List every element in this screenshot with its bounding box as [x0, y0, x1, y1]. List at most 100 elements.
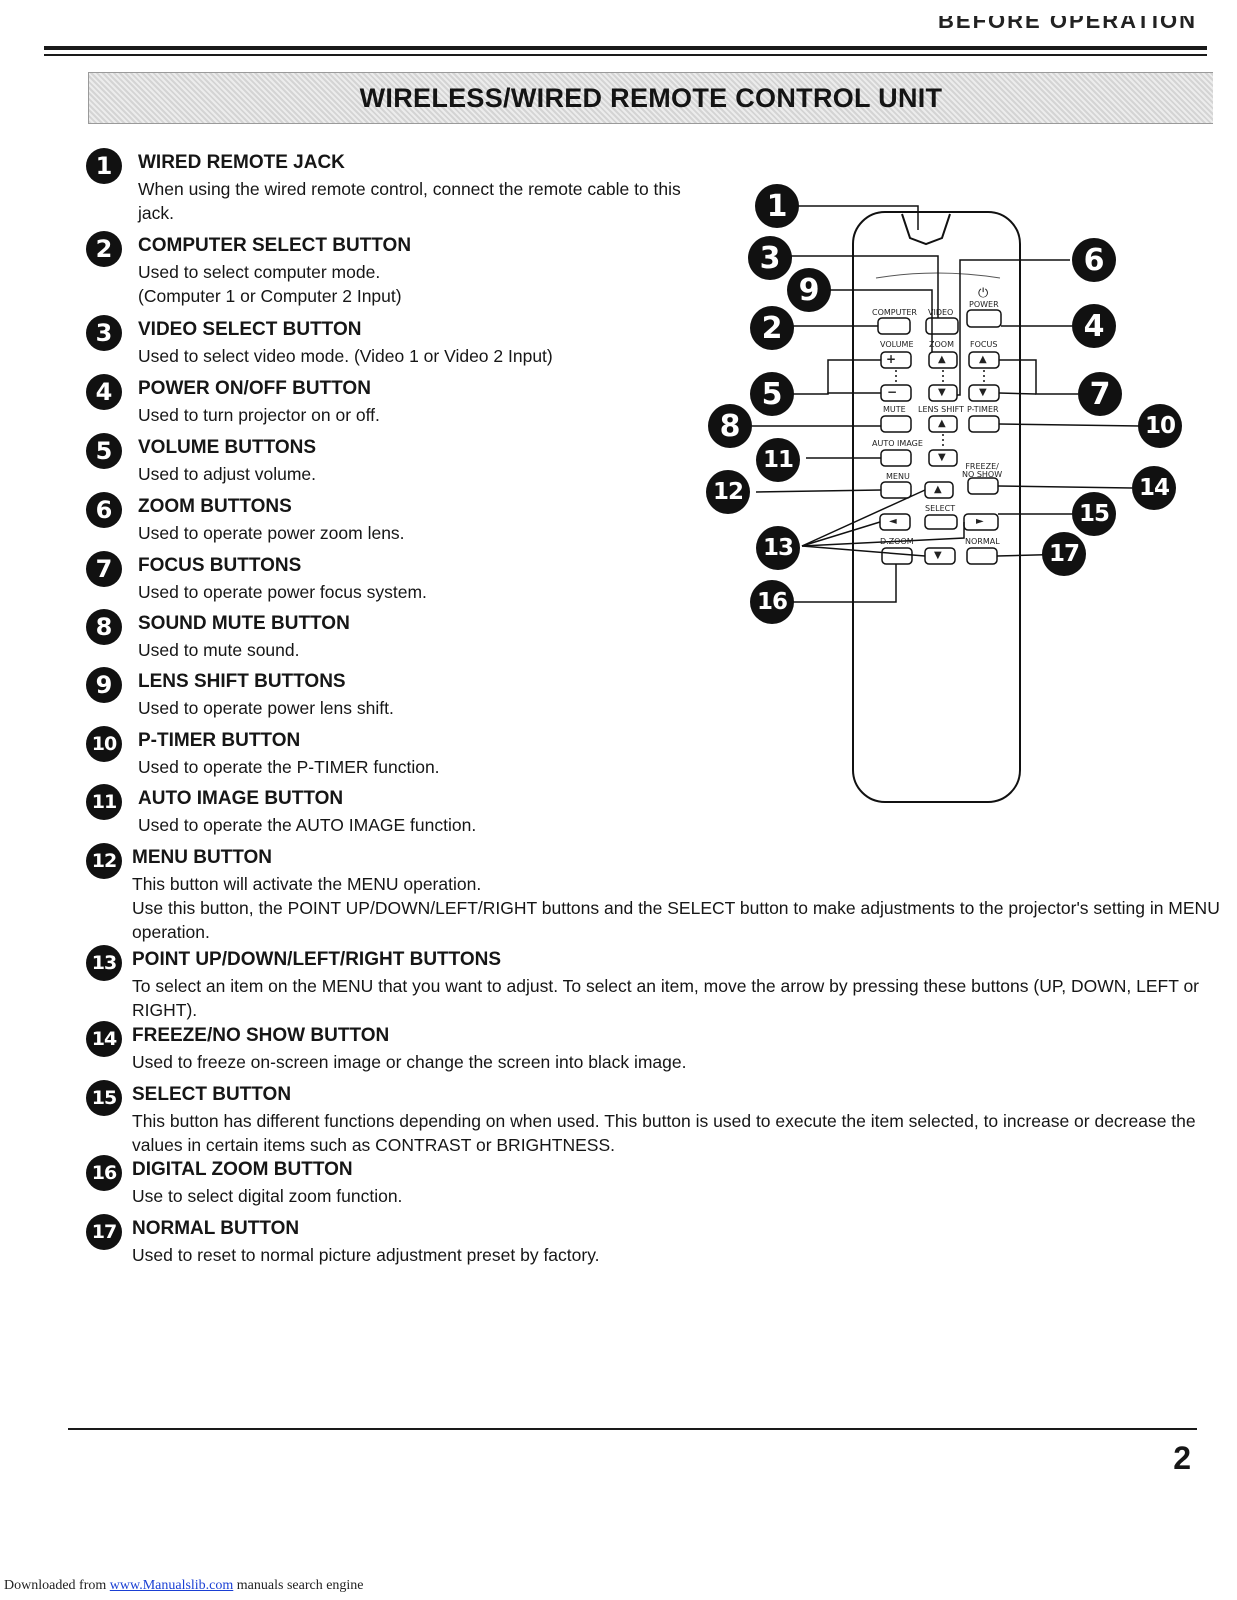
footer-rule	[68, 1428, 1197, 1430]
power-symbol-icon: ⏻	[978, 286, 989, 301]
number-badge-10: 10	[86, 726, 122, 762]
manualslib-link[interactable]: www.Manualslib.com	[109, 1578, 234, 1593]
zoom-up-icon: ▲	[938, 354, 946, 365]
leader-7a	[999, 359, 1078, 395]
callout-17: 17	[1042, 532, 1086, 576]
header-rule-thick	[44, 46, 1207, 50]
leader-12	[755, 489, 882, 493]
remote-divider	[875, 272, 1001, 279]
callout-1: 1	[755, 184, 799, 228]
item-desc: Used to operate the P-TIMER function.	[138, 757, 440, 777]
callout-13: 13	[756, 526, 800, 570]
plus-icon: +	[886, 352, 897, 366]
item-title: P-TIMER BUTTON	[138, 730, 301, 751]
remote-jack-notch	[901, 213, 951, 246]
item-desc: Used to operate power lens shift.	[138, 698, 394, 718]
point-left-icon: ◄	[889, 516, 897, 527]
leader-1	[797, 205, 919, 230]
ptimer-key	[968, 415, 1000, 433]
item-title: AUTO IMAGE BUTTON	[138, 788, 344, 809]
dzoom-key	[881, 547, 913, 565]
mute-key	[880, 415, 912, 433]
leader-6	[957, 259, 1070, 396]
leader-13a	[801, 489, 926, 547]
item-desc: Use to select digital zoom function.	[132, 1186, 403, 1206]
number-badge-14: 14	[86, 1021, 122, 1057]
callout-6: 6	[1072, 238, 1116, 282]
lens-down-icon: ▼	[938, 452, 946, 463]
item-desc: Used to operate power focus system.	[138, 582, 427, 602]
leader-5a	[790, 359, 881, 395]
minus-icon: −	[887, 385, 898, 399]
lens-up-icon: ▲	[938, 418, 946, 429]
number-badge-17: 17	[86, 1214, 122, 1250]
number-badge-2: 2	[86, 231, 122, 267]
item-desc: Used to adjust volume.	[138, 464, 317, 484]
leader-16	[790, 564, 897, 603]
callout-7: 7	[1078, 372, 1122, 416]
callout-15: 15	[1072, 492, 1116, 536]
item-desc: This button will activate the MENU opera…	[132, 874, 1220, 942]
leader-3	[790, 255, 939, 318]
zoom-down-key	[928, 384, 958, 402]
computer-key	[877, 317, 911, 335]
item-desc: This button has different functions depe…	[132, 1111, 1196, 1155]
leader-10	[998, 423, 1141, 427]
leader-9	[814, 289, 933, 352]
menu-key	[880, 481, 912, 499]
item-desc: Used to operate power zoom lens.	[138, 523, 405, 543]
footer-prefix: Downloaded from	[4, 1578, 110, 1593]
remote-label-volume: VOLUME	[880, 340, 914, 349]
leader-13c	[801, 522, 965, 547]
remote-label-dzoom: D.ZOOM	[880, 537, 914, 546]
item-desc: Used to reset to normal picture adjustme…	[132, 1245, 600, 1265]
section-header: BEFORE OPERATION	[938, 8, 1197, 33]
number-badge-5: 5	[86, 433, 122, 469]
callout-8: 8	[708, 404, 752, 448]
callout-2: 2	[750, 306, 794, 350]
leader-14	[997, 485, 1133, 489]
number-badge-4: 4	[86, 374, 122, 410]
item-title: NORMAL BUTTON	[132, 1218, 300, 1239]
leader-lines	[752, 205, 1141, 603]
callout-10: 10	[1138, 404, 1182, 448]
title-band: WIRELESS/WIRED REMOTE CONTROL UNIT	[88, 72, 1213, 124]
callout-11: 11	[756, 438, 800, 482]
remote-label-power: POWER	[969, 300, 999, 309]
leader-13b	[801, 521, 881, 547]
number-badge-15: 15	[86, 1080, 122, 1116]
remote-label-auto-image: AUTO IMAGE	[872, 439, 923, 448]
item-title: WIRED REMOTE JACK	[138, 152, 345, 173]
item-desc: To select an item on the MENU that you w…	[132, 976, 1200, 1020]
callout-3: 3	[748, 236, 792, 280]
callout-16: 16	[750, 580, 794, 624]
lens-down-key	[928, 449, 958, 467]
number-badge-16: 16	[86, 1155, 122, 1191]
leader-5b	[827, 392, 881, 394]
zoom-up-key	[928, 351, 958, 369]
remote-label-zoom: ZOOM	[929, 340, 954, 349]
item-title: POINT UP/DOWN/LEFT/RIGHT BUTTONS	[132, 949, 502, 970]
auto-image-key	[880, 449, 912, 467]
zoom-down-icon: ▼	[938, 387, 946, 398]
number-badge-12: 12	[86, 843, 122, 879]
remote-label-focus: FOCUS	[970, 340, 998, 349]
focus-down-icon: ▼	[979, 387, 987, 398]
point-up-icon: ▲	[934, 484, 942, 495]
remote-illustration	[752, 205, 1141, 803]
remote-label-menu: MENU	[886, 472, 910, 481]
remote-label-mute: MUTE	[883, 405, 906, 414]
number-badge-6: 6	[86, 492, 122, 528]
callout-4: 4	[1072, 304, 1116, 348]
remote-label-lens-shift: LENS SHIFT	[918, 405, 964, 414]
remote-diagram: COMPUTER VIDEO ⏻ POWER VOLUME ZOOM FOCUS…	[700, 150, 1220, 850]
item-title: SOUND MUTE BUTTON	[138, 613, 350, 634]
item-title: VOLUME BUTTONS	[138, 437, 317, 458]
freeze-key	[967, 477, 999, 495]
focus-up-icon: ▲	[979, 354, 987, 365]
item-title: COMPUTER SELECT BUTTON	[138, 235, 412, 256]
remote-label-video: VIDEO	[928, 308, 954, 317]
item-desc: When using the wired remote control, con…	[138, 179, 681, 223]
remote-label-computer: COMPUTER	[872, 308, 917, 317]
video-key	[925, 317, 959, 335]
